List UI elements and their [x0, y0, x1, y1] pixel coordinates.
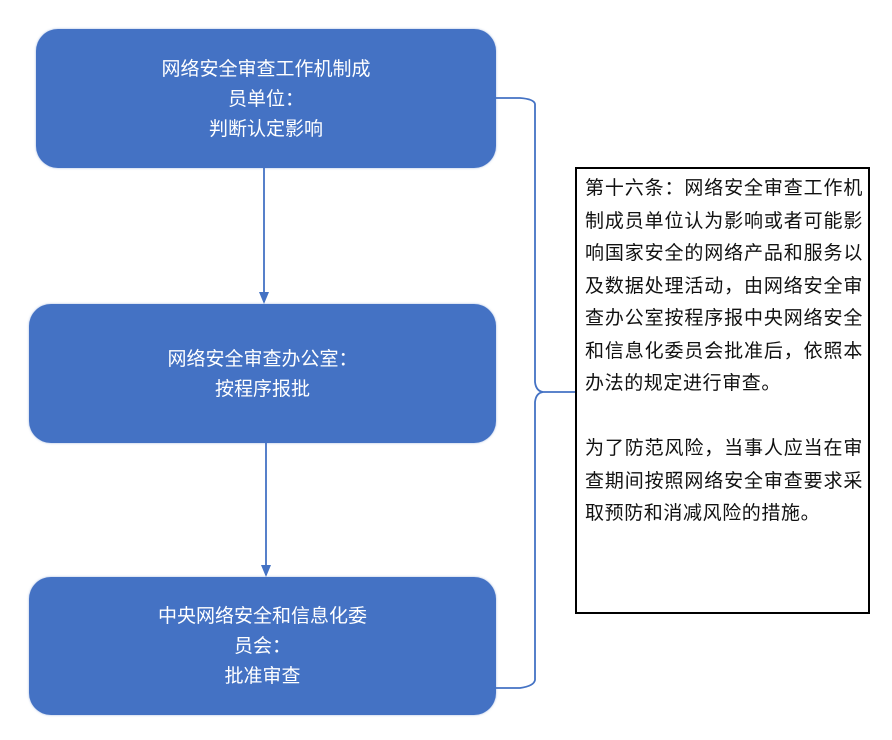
flow-node-central-committee: 中央网络安全和信息化委 员会： 批准审查 — [29, 577, 496, 715]
node-text-line: 按程序报批 — [214, 377, 310, 400]
flow-node-member-units: 网络安全审查工作机制成 员单位： 判断认定影响 — [36, 29, 496, 168]
node-text-line: 网络安全审查工作机制成 — [161, 57, 371, 80]
flow-node-review-office: 网络安全审查办公室： 按程序报批 — [29, 304, 496, 443]
node-text-line: 网络安全审查办公室： — [167, 347, 358, 370]
node-text-line: 中央网络安全和信息化委 — [157, 605, 367, 627]
node-text-line: 判断认定影响 — [208, 117, 323, 140]
node-text-line: 员单位： — [227, 87, 304, 110]
node-text-line: 员会： — [233, 635, 291, 657]
note-paragraph: 第十六条：网络安全审查工作机制成员单位认为影响或者可能影响国家安全的网络产品和服… — [585, 177, 863, 394]
note-paragraph: 为了防范风险，当事人应当在审查期间按照网络安全审查要求采取预防和消减风险的措施。 — [585, 437, 863, 524]
article-note-box: 第十六条：网络安全审查工作机制成员单位认为影响或者可能影响国家安全的网络产品和服… — [575, 167, 870, 614]
node-text-line: 批准审查 — [224, 665, 301, 687]
right-brace — [496, 97, 575, 689]
